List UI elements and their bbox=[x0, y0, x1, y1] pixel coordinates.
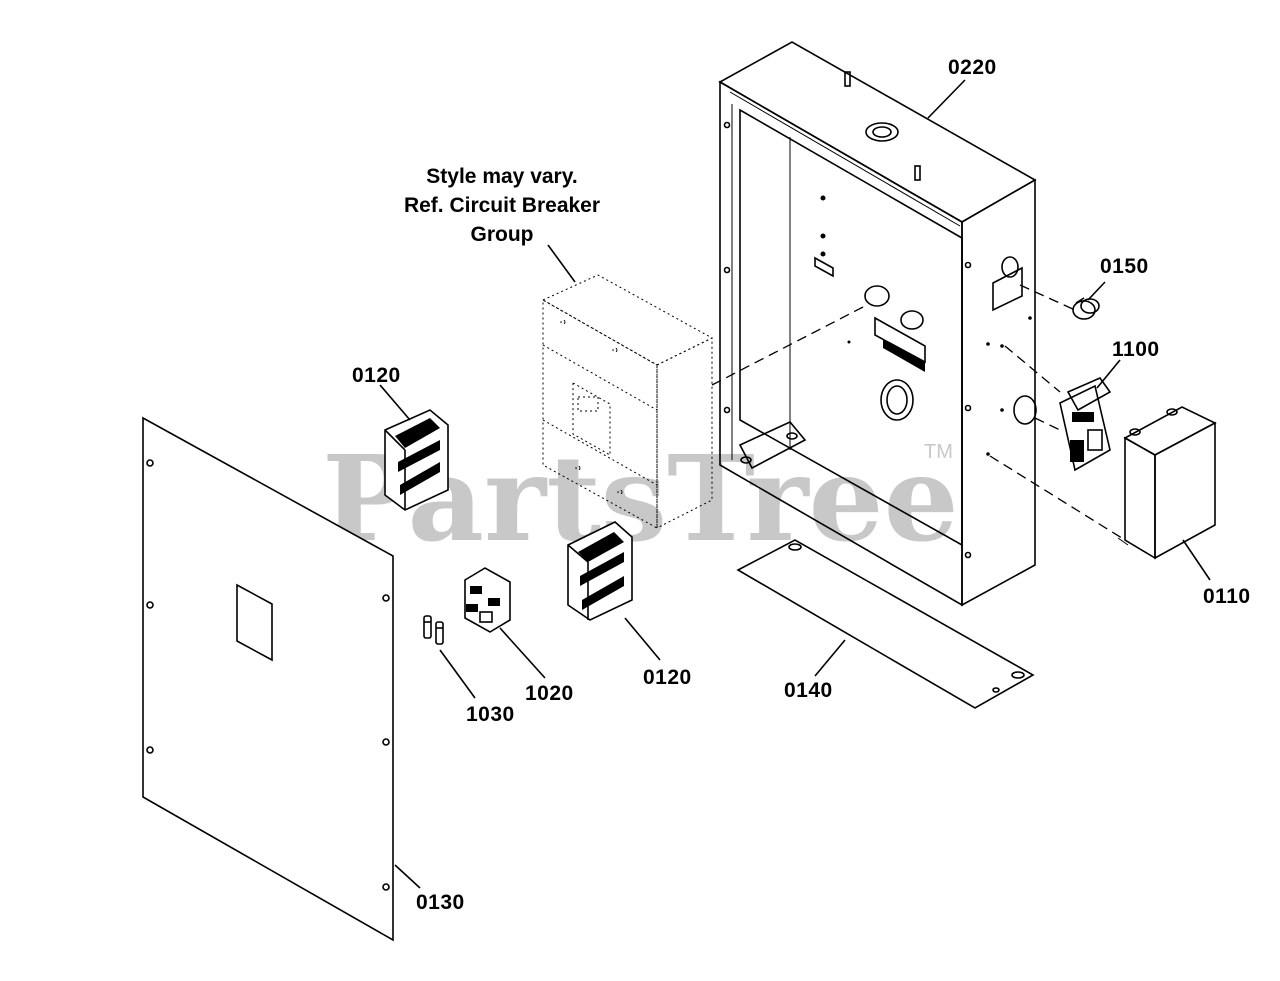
circuit-breaker-reference[interactable] bbox=[541, 274, 714, 529]
note-line-2: Ref. Circuit Breaker bbox=[404, 194, 600, 217]
part-label-0220[interactable]: 0220 bbox=[948, 56, 997, 79]
fuses[interactable] bbox=[423, 615, 444, 645]
part-label-0120-lower[interactable]: 0120 bbox=[643, 666, 692, 689]
part-label-0130[interactable]: 0130 bbox=[416, 891, 465, 914]
part-label-0140[interactable]: 0140 bbox=[784, 679, 833, 702]
plug-cap[interactable] bbox=[1072, 297, 1100, 320]
back-enclosure[interactable] bbox=[718, 41, 1037, 607]
terminal-block-upper[interactable] bbox=[384, 409, 449, 511]
fuse-holder[interactable] bbox=[464, 567, 511, 633]
part-label-0110[interactable]: 0110 bbox=[1203, 585, 1251, 608]
part-label-0150[interactable]: 0150 bbox=[1100, 255, 1149, 278]
relay-cover[interactable] bbox=[1117, 406, 1217, 560]
assembly-lines bbox=[711, 284, 1126, 541]
note-line-1: Style may vary. bbox=[426, 165, 577, 188]
watermark-trademark: TM bbox=[924, 441, 953, 463]
terminal-block-lower[interactable] bbox=[567, 521, 633, 621]
part-label-0120-upper[interactable]: 0120 bbox=[352, 364, 401, 387]
note-line-3: Group bbox=[471, 223, 534, 246]
front-cover-panel[interactable] bbox=[142, 416, 394, 942]
part-label-1020[interactable]: 1020 bbox=[525, 682, 574, 705]
part-label-1100[interactable]: 1100 bbox=[1112, 338, 1160, 361]
leader-lines bbox=[379, 79, 1211, 889]
bottom-plate[interactable] bbox=[736, 539, 1035, 709]
relay-module[interactable] bbox=[1059, 377, 1112, 472]
part-label-1030[interactable]: 1030 bbox=[466, 703, 515, 726]
